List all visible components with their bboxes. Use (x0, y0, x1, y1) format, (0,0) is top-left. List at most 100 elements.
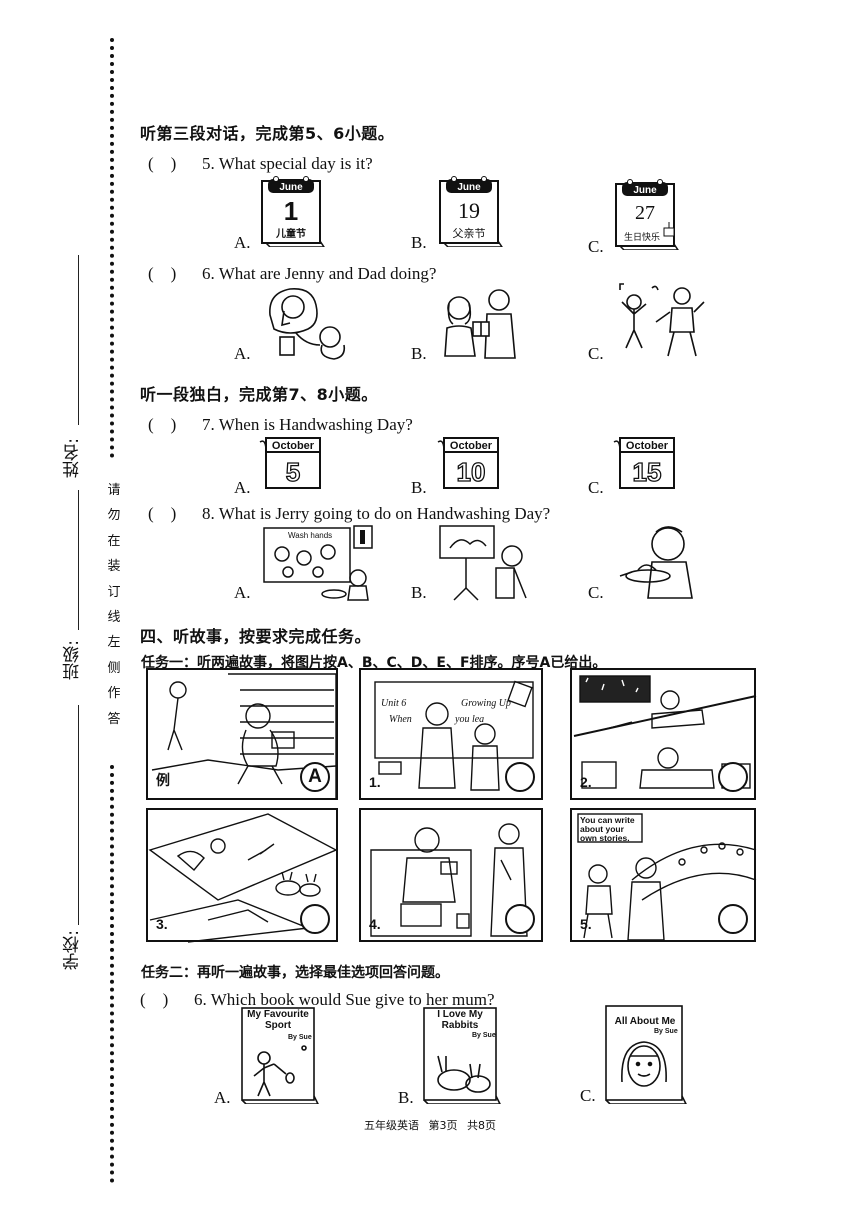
story-panel-2: 2. (570, 668, 757, 800)
q6b-option-a-letter[interactable]: A. (214, 1088, 231, 1107)
warning-char: 作 (107, 686, 121, 702)
school-label: 学校: (63, 930, 83, 970)
calendar-october-5-image: October 5 (258, 432, 328, 492)
warning-char: 侧 (107, 660, 121, 676)
question-number: 8. (202, 504, 215, 523)
calendar-caption: 父亲节 (453, 226, 486, 240)
name-label: 姓名: (63, 438, 83, 478)
story-panel-drawing (577, 813, 757, 941)
panel-label: 3. (156, 916, 168, 932)
q6-option-b-letter[interactable]: B. (411, 344, 427, 363)
book-title: All About Me (614, 1016, 676, 1027)
answer-blank[interactable]: ( ) (148, 264, 177, 283)
q5-option-a-letter[interactable]: A. (234, 233, 251, 252)
warning-char: 订 (107, 584, 121, 600)
answer-blank[interactable]: ( ) (148, 154, 177, 173)
book-my-favourite-sport: My Favourite Sport By Sue (238, 1006, 320, 1104)
story-panel-drawing: Unit 6 Growing Up When you lea (374, 680, 534, 791)
calendar-month: October (626, 440, 669, 452)
footer-subject: 五年级英语 (364, 1119, 419, 1132)
calendar-month: June (457, 182, 481, 193)
panel-label: 2. (580, 774, 592, 790)
panel-answer-circle[interactable] (718, 904, 748, 934)
question-text: What special day is it? (218, 154, 373, 173)
story-sign-text: You can write about your own stories. (580, 815, 635, 843)
panel-answer-circle[interactable] (300, 904, 330, 934)
calendar-month: June (279, 182, 303, 193)
book-author: By Sue (288, 1034, 312, 1041)
presentation-illustration (436, 522, 532, 602)
warning-char: 在 (107, 533, 121, 549)
panel-answer-circle[interactable] (718, 762, 748, 792)
calendar-month: October (450, 440, 493, 452)
calendar-october-10-image: October 10 (436, 432, 506, 492)
book-title: I Love My Rabbits (437, 1009, 483, 1031)
question-7: ( )7.When is Handwashing Day? (148, 410, 413, 435)
panel-answer-circle[interactable]: A (300, 762, 330, 792)
story-panel-3: 3. (146, 808, 338, 943)
story-panel-drawing (148, 813, 338, 943)
q7-option-a-letter[interactable]: A. (234, 478, 251, 497)
answer-blank[interactable]: ( ) (148, 415, 177, 434)
calendar-day: 15 (633, 457, 662, 487)
calendar-month: June (633, 185, 657, 196)
panel-answer-circle[interactable] (505, 904, 535, 934)
q7-option-c-letter[interactable]: C. (588, 478, 604, 497)
calendar-june-1-image: June 1 儿童节 (258, 175, 326, 247)
q8-option-b-letter[interactable]: B. (411, 583, 427, 602)
q7-option-b-letter[interactable]: B. (411, 478, 427, 497)
board-text: When (389, 714, 412, 725)
book-i-love-my-rabbits: I Love My Rabbits By Sue (420, 1006, 502, 1104)
question-number: 5. (202, 154, 215, 173)
warning-char: 左 (107, 635, 121, 651)
school-write-line (78, 705, 79, 925)
q6b-option-c-letter[interactable]: C. (580, 1086, 596, 1105)
footer-page: 第3页 (428, 1119, 458, 1132)
panel-label: 4. (369, 916, 381, 932)
task1-instruction: 任务一：听两遍故事，将图片按A、B、C、D、E、F排序。序号A已给出。 (141, 655, 607, 671)
q8-option-a-letter[interactable]: A. (234, 583, 251, 602)
question-text: What are Jenny and Dad doing? (218, 264, 437, 283)
section-title-monologue: 听一段独白，完成第7、8小题。 (140, 385, 378, 404)
calendar-june-19-image: June 19 父亲节 (436, 175, 504, 247)
warning-char: 线 (107, 610, 121, 626)
q6b-option-b-letter[interactable]: B. (398, 1088, 414, 1107)
story-panel-1: Unit 6 Growing Up When you lea 1. (359, 668, 543, 800)
book-title: My Favourite Sport (247, 1009, 309, 1031)
footer-total: 共8页 (467, 1119, 496, 1132)
q8-option-c-letter[interactable]: C. (588, 583, 604, 602)
q6-option-a-letter[interactable]: A. (234, 344, 251, 363)
question-6: ( )6.What are Jenny and Dad doing? (148, 259, 436, 284)
task2-instruction: 任务二：再听一遍故事，选择最佳选项回答问题。 (141, 965, 449, 981)
story-panel-drawing (151, 673, 337, 798)
question-text: Which book would Sue give to her mum? (210, 990, 495, 1009)
wash-hands-poster-illustration: Wash hands (258, 522, 378, 602)
binding-warning: 请 勿 在 装 订 线 左 侧 作 答 (106, 478, 122, 732)
panel-answer-circle[interactable] (505, 762, 535, 792)
question-8: ( ) 8.What is Jerry going to do on Handwa… (148, 499, 550, 524)
calendar-day: 1 (284, 196, 298, 226)
story-panel-example: 例 A (146, 668, 338, 800)
q5-option-c-letter[interactable]: C. (588, 237, 604, 256)
serving-food-illustration (612, 520, 712, 604)
story-panel-drawing (573, 675, 757, 789)
calendar-june-27-image: June 27 生日快乐 (612, 178, 680, 250)
calendar-day: 19 (458, 198, 480, 223)
q6-option-c-letter[interactable]: C. (588, 344, 604, 363)
question-5: ( ) 5.What special day is it? (148, 149, 373, 174)
story-panel-5: You can write about your own stories. 5. (570, 808, 757, 942)
calendar-caption: 儿童节 (275, 227, 306, 240)
name-write-line (78, 255, 79, 425)
answer-blank[interactable]: ( ) (148, 504, 177, 523)
phone-call-illustration (260, 285, 352, 361)
question-text: What is Jerry going to do on Handwashing… (218, 504, 551, 523)
q5-option-b-letter[interactable]: B. (411, 233, 427, 252)
book-author: By Sue (472, 1032, 496, 1039)
panel-label: 例 (156, 772, 170, 788)
board-text: Unit 6 (381, 698, 406, 709)
board-text: Growing Up (461, 698, 511, 709)
answer-blank[interactable]: ( ) (140, 990, 169, 1009)
class-label: 班级: (63, 640, 83, 680)
question-number: 7. (202, 415, 215, 434)
book-all-about-me: All About Me By Sue (602, 1004, 688, 1104)
